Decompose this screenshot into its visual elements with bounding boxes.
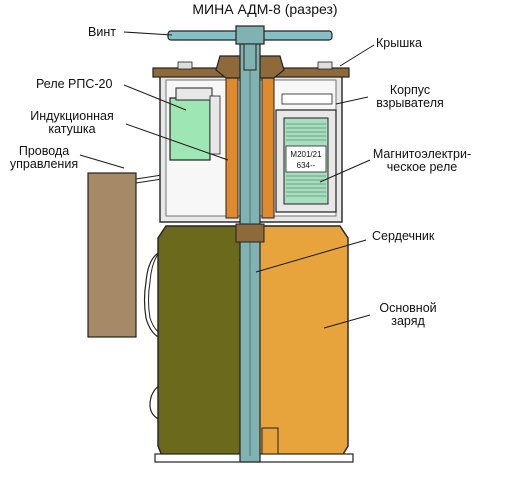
label-magn-line2: ческое реле: [386, 160, 458, 174]
leader-korpus: [335, 96, 369, 105]
relay-marking-plate: [285, 145, 327, 173]
leader-katushka: [125, 123, 229, 161]
label-korpus-line1: Корпус: [389, 83, 431, 97]
relay-rps20-top: [175, 87, 213, 101]
label-korpus-line2: взрывателя: [376, 96, 444, 110]
side-wire-upper: [143, 251, 161, 339]
leader-vint: [123, 31, 173, 36]
label-provoda-line1: Провода: [18, 144, 70, 158]
relay-stripes: [286, 123, 326, 197]
leader-magn: [319, 159, 371, 183]
label-provoda-line2: управления: [9, 157, 79, 171]
screw-head: [235, 25, 265, 45]
label-serdechnik: Сердечник: [372, 229, 435, 243]
control-wires-box: [87, 172, 137, 338]
leader-provoda: [79, 154, 125, 169]
olive-casing-section: [157, 225, 251, 457]
relay-marking-line1: М201/21: [290, 150, 322, 159]
leader-zaryad: [323, 314, 371, 329]
relay-rps20: [169, 97, 211, 161]
leader-rele: [123, 84, 187, 111]
leader-lines: [79, 31, 375, 329]
label-kryshka: Крышка: [376, 36, 422, 50]
core-nut: [235, 223, 265, 243]
label-korpus: Корпус взрывателя: [368, 84, 452, 110]
label-magn-line1: Магнитоэлектри-: [372, 147, 472, 161]
side-wire-lower: [149, 384, 161, 421]
cap-bolt-right: [317, 61, 333, 70]
label-zaryad-line2: заряд: [391, 314, 425, 328]
label-magnetoelectric-relay: Магнитоэлектри- ческое реле: [368, 148, 476, 174]
label-provoda: Провода управления: [2, 145, 86, 171]
label-rele-rps20: Реле РПС-20: [36, 77, 113, 91]
side-wire-upper-2: [148, 249, 163, 336]
relay-marking-line2: 634--: [297, 161, 316, 170]
induction-coil-left: [225, 75, 239, 219]
induction-coil-right: [261, 75, 275, 219]
bottom-insert: [261, 427, 279, 455]
label-katushka: Индукционная катушка: [20, 110, 124, 136]
relay-rps20-side: [209, 95, 221, 155]
label-zaryad-line1: Основной: [379, 301, 437, 315]
control-wires-cable: [135, 174, 163, 184]
diagram-title: МИНА АДМ-8 (разрез): [192, 1, 338, 17]
screw-stem: [243, 43, 257, 71]
label-katushka-line1: Индукционная: [30, 109, 114, 123]
relay-top-board: [281, 93, 333, 105]
label-katushka-line2: катушка: [48, 122, 96, 136]
leader-kryshka: [339, 44, 375, 67]
leader-serdechnik: [255, 239, 367, 273]
cap-bolt-left: [177, 61, 193, 70]
label-vint: Винт: [88, 25, 116, 39]
label-osnovnoy-zaryad: Основной заряд: [368, 302, 448, 328]
